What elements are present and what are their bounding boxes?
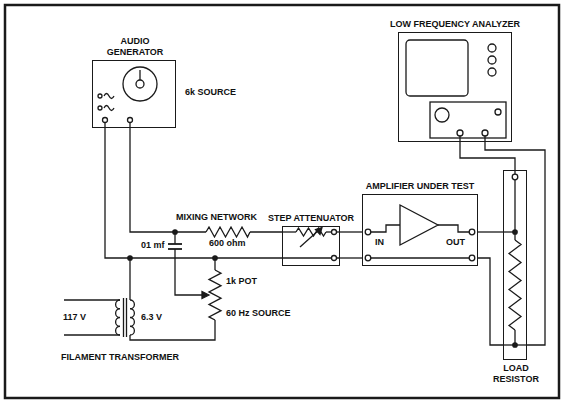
callout-label: 6k SOURCE	[184, 87, 237, 98]
terminal	[332, 230, 337, 235]
control-knob	[495, 109, 501, 115]
terminal	[365, 229, 371, 235]
component-label: AMPLIFIER UNDER TEST	[366, 181, 475, 192]
variable-arrow	[300, 230, 319, 247]
mains-lead	[64, 299, 120, 300]
terminal	[512, 174, 518, 180]
component-label: LOAD RESISTOR	[486, 363, 546, 385]
wire	[438, 225, 469, 232]
wire-connector	[460, 142, 515, 170]
component-label: LOW FREQUENCY ANALYZER	[390, 19, 520, 30]
input-jack	[482, 130, 488, 136]
output-terminal	[128, 118, 133, 123]
audio-generator: AUDIO GENERATOR	[92, 60, 176, 128]
amplifier-symbol	[400, 205, 438, 245]
wire-connector	[105, 128, 282, 258]
wire	[129, 258, 130, 300]
potentiometer-symbol	[209, 270, 221, 320]
component-label: STEP ATTENUATOR	[268, 213, 354, 224]
callout-label: 117 V	[62, 312, 87, 323]
analyzer-instrument: LOW FREQUENCY ANALYZER	[398, 32, 512, 142]
dial-pointer	[139, 70, 140, 80]
component-label: AUDIO GENERATOR	[93, 36, 177, 58]
scope-screen	[406, 40, 468, 96]
callout-label: FILAMENT TRANSFORMER	[60, 352, 180, 363]
frame	[5, 5, 559, 398]
wire	[214, 258, 215, 270]
switch-dot	[98, 106, 102, 110]
wire	[371, 257, 469, 258]
variable-arrowhead	[316, 228, 323, 235]
resistor-patch	[206, 225, 250, 239]
callout-label: 1k POT	[225, 276, 258, 287]
callout-label: 60 Hz SOURCE	[225, 308, 292, 319]
resistor-symbol	[206, 227, 250, 237]
lower-panel	[430, 102, 506, 138]
amplifier-box: AMPLIFIER UNDER TESTINOUT	[362, 194, 478, 266]
wire	[174, 232, 175, 244]
wire-connector	[130, 128, 282, 232]
mains-lead	[64, 334, 120, 335]
terminal	[469, 229, 475, 235]
input-jack	[457, 130, 463, 136]
wire-connector	[340, 257, 362, 258]
dial	[123, 67, 157, 101]
terminal	[469, 255, 475, 261]
load-resistor-box: LOAD RESISTOR	[503, 170, 527, 360]
callout-label: MIXING NETWORK	[175, 212, 258, 223]
terminal	[332, 256, 337, 261]
wire-connector	[485, 142, 545, 345]
callout-label: 01 mf	[140, 240, 166, 251]
sine-symbol	[104, 106, 114, 111]
wire-connector	[478, 231, 503, 232]
callout-label: 6.3 V	[140, 312, 163, 323]
transformer-core	[126, 298, 127, 337]
wire	[282, 231, 296, 232]
terminal-label: OUT	[446, 237, 465, 248]
junction-dot	[513, 230, 517, 234]
attenuator-box: STEP ATTENUATOR	[282, 226, 340, 266]
attenuator-symbol	[296, 228, 326, 236]
control-knob	[435, 108, 449, 122]
wiper-arrow	[202, 292, 209, 299]
junction-dot	[513, 343, 517, 347]
capacitor-plate	[168, 243, 182, 245]
callout-label: 600 ohm	[208, 238, 247, 249]
transformer-core	[123, 298, 124, 337]
control-knob	[488, 56, 496, 64]
wire	[371, 225, 400, 232]
output-terminal	[103, 118, 108, 123]
transformer-secondary	[130, 300, 134, 335]
wire-connector	[478, 258, 503, 345]
control-knob	[488, 68, 496, 76]
wire	[175, 249, 203, 295]
control-knob	[488, 44, 496, 52]
dial-knob	[136, 80, 144, 88]
resistor-symbol	[509, 240, 521, 330]
switch-dot	[98, 94, 102, 98]
terminal-label: IN	[375, 237, 384, 248]
terminal	[365, 255, 371, 261]
wire	[130, 320, 215, 340]
wire-connector	[340, 231, 362, 232]
sine-symbol	[104, 94, 114, 99]
transformer-primary	[116, 300, 120, 335]
